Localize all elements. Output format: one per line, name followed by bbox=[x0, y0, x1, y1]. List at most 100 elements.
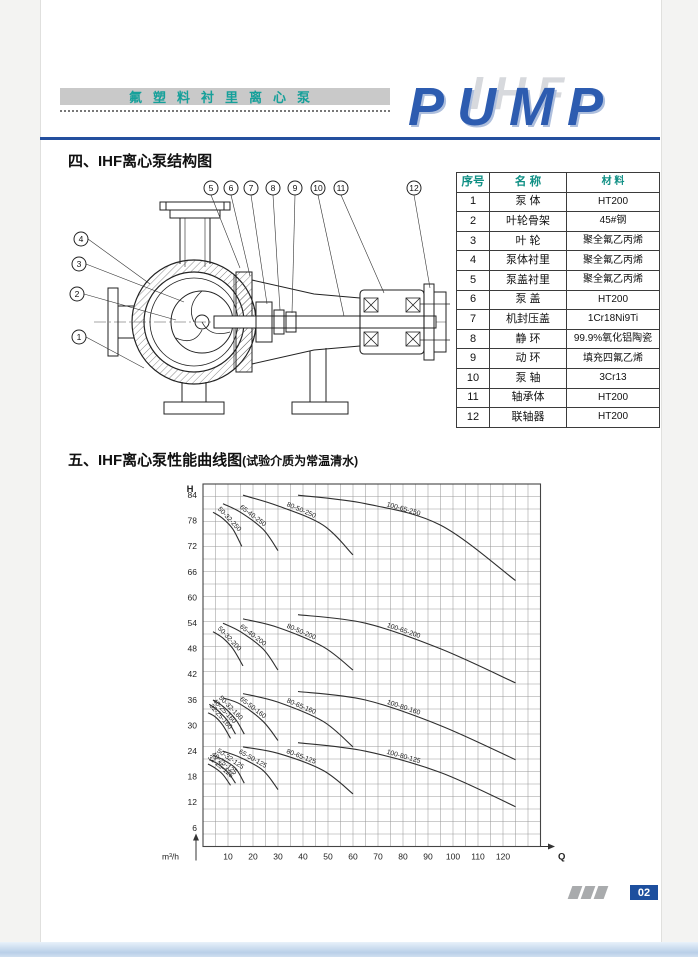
svg-text:60: 60 bbox=[348, 852, 358, 862]
part-material: 99.9%氧化铝陶瓷 bbox=[566, 328, 660, 350]
curve-65-50-125 bbox=[222, 750, 279, 790]
curve-100-65-250 bbox=[297, 494, 516, 581]
svg-text:12: 12 bbox=[188, 797, 198, 807]
svg-text:66: 66 bbox=[188, 567, 198, 577]
callout-4: 4 bbox=[79, 234, 84, 244]
part-name: 泵体衬里 bbox=[489, 250, 567, 271]
part-no: 2 bbox=[456, 211, 490, 232]
ihf-watermark: IHF bbox=[470, 67, 575, 119]
callout-5: 5 bbox=[209, 183, 214, 193]
part-material: HT200 bbox=[566, 407, 660, 428]
callout-2: 2 bbox=[75, 289, 80, 299]
section-curves-title-text: 五、IHF离心泵性能曲线图 bbox=[68, 452, 243, 469]
footer-logo bbox=[567, 886, 614, 899]
callout-7: 7 bbox=[249, 183, 254, 193]
svg-text:72: 72 bbox=[188, 541, 198, 551]
curve-label-50-32-200: 50-32-200 bbox=[216, 625, 242, 653]
svg-text:120: 120 bbox=[496, 852, 510, 862]
svg-text:Q: Q bbox=[558, 852, 565, 863]
section-structure-title: 四、IHF离心泵结构图 bbox=[68, 153, 213, 170]
svg-text:24: 24 bbox=[188, 746, 198, 756]
curve-label-50-32-250: 50-32-250 bbox=[216, 506, 242, 534]
curve-32-25-125 bbox=[207, 763, 231, 786]
curve-label-100-65-250: 100-65-250 bbox=[386, 501, 422, 517]
part-name: 机封压盖 bbox=[489, 309, 567, 330]
curve-65-40-250 bbox=[222, 503, 279, 552]
part-material: 聚全氟乙丙烯 bbox=[566, 230, 660, 252]
curve-100-80-125 bbox=[297, 742, 516, 808]
part-material: 1Cr18Ni9Ti bbox=[566, 309, 660, 330]
part-material: 45#钢 bbox=[566, 211, 660, 232]
part-no: 4 bbox=[456, 250, 490, 271]
svg-text:40: 40 bbox=[298, 852, 308, 862]
svg-text:48: 48 bbox=[188, 644, 198, 654]
callout-9: 9 bbox=[293, 183, 298, 193]
brand-strip-title: 氟塑料衬里离心泵 bbox=[128, 90, 321, 105]
support-bracket bbox=[251, 279, 361, 415]
part-material: 聚全氟乙丙烯 bbox=[566, 269, 660, 291]
part-name: 轴承体 bbox=[489, 387, 567, 409]
part-material: HT200 bbox=[566, 191, 660, 213]
curve-80-50-200 bbox=[242, 618, 354, 671]
callout-8: 8 bbox=[271, 183, 276, 193]
part-name: 泵 盖 bbox=[489, 289, 567, 311]
coupling bbox=[420, 283, 450, 361]
header-rule bbox=[40, 137, 660, 140]
svg-text:60: 60 bbox=[188, 592, 198, 602]
svg-text:m³/h: m³/h bbox=[162, 852, 179, 862]
part-name: 泵 体 bbox=[489, 191, 567, 213]
col-header-no: 序号 bbox=[456, 172, 490, 193]
part-no: 7 bbox=[456, 309, 490, 330]
part-name: 联轴器 bbox=[489, 407, 567, 428]
svg-text:6: 6 bbox=[192, 823, 197, 833]
callout-12: 12 bbox=[409, 183, 419, 193]
svg-text:54: 54 bbox=[188, 618, 198, 628]
pump-shaft bbox=[213, 315, 437, 329]
svg-text:90: 90 bbox=[423, 852, 433, 862]
part-material: 填充四氟乙烯 bbox=[566, 348, 660, 369]
curve-80-50-250 bbox=[242, 494, 354, 556]
svg-text:84: 84 bbox=[188, 490, 198, 500]
curve-65-50-160 bbox=[222, 697, 279, 741]
bottom-band bbox=[0, 942, 698, 957]
section-curves-title: 五、IHF离心泵性能曲线图(试验介质为常温清水) bbox=[68, 449, 358, 470]
callout-leaders bbox=[83, 194, 431, 369]
dotted-divider bbox=[60, 106, 390, 112]
part-material: HT200 bbox=[566, 387, 660, 409]
scan-edge-left bbox=[0, 0, 41, 957]
pump-logo-text: PUMP bbox=[408, 77, 617, 137]
curve-32-25-160 bbox=[207, 712, 231, 739]
svg-text:H: H bbox=[187, 484, 194, 495]
curve-50-32-125 bbox=[212, 754, 245, 784]
part-no: 8 bbox=[456, 328, 490, 350]
curve-80-65-125 bbox=[242, 746, 354, 795]
parts-table-header-row: 序号 名 称 材 料 bbox=[456, 172, 660, 193]
svg-text:18: 18 bbox=[188, 772, 198, 782]
callout-10: 10 bbox=[313, 183, 323, 193]
svg-text:78: 78 bbox=[188, 516, 198, 526]
svg-text:30: 30 bbox=[273, 852, 283, 862]
curve-label-100-80-125: 100-80-125 bbox=[386, 749, 422, 765]
curve-50-32-200 bbox=[212, 631, 244, 667]
part-no: 9 bbox=[456, 348, 490, 369]
callout-bubbles: 5 6 7 8 9 10 11 12 4 3 2 1 bbox=[69, 180, 422, 345]
curve-50-32-250 bbox=[212, 511, 243, 547]
part-name: 泵 轴 bbox=[489, 367, 567, 389]
curve-40-25-125 bbox=[209, 759, 236, 784]
part-no: 5 bbox=[456, 269, 490, 291]
part-no: 10 bbox=[456, 367, 490, 389]
discharge-flange bbox=[159, 201, 231, 267]
scan-edge-right bbox=[661, 0, 698, 957]
callout-11: 11 bbox=[337, 183, 346, 193]
casing-foot bbox=[163, 382, 225, 415]
